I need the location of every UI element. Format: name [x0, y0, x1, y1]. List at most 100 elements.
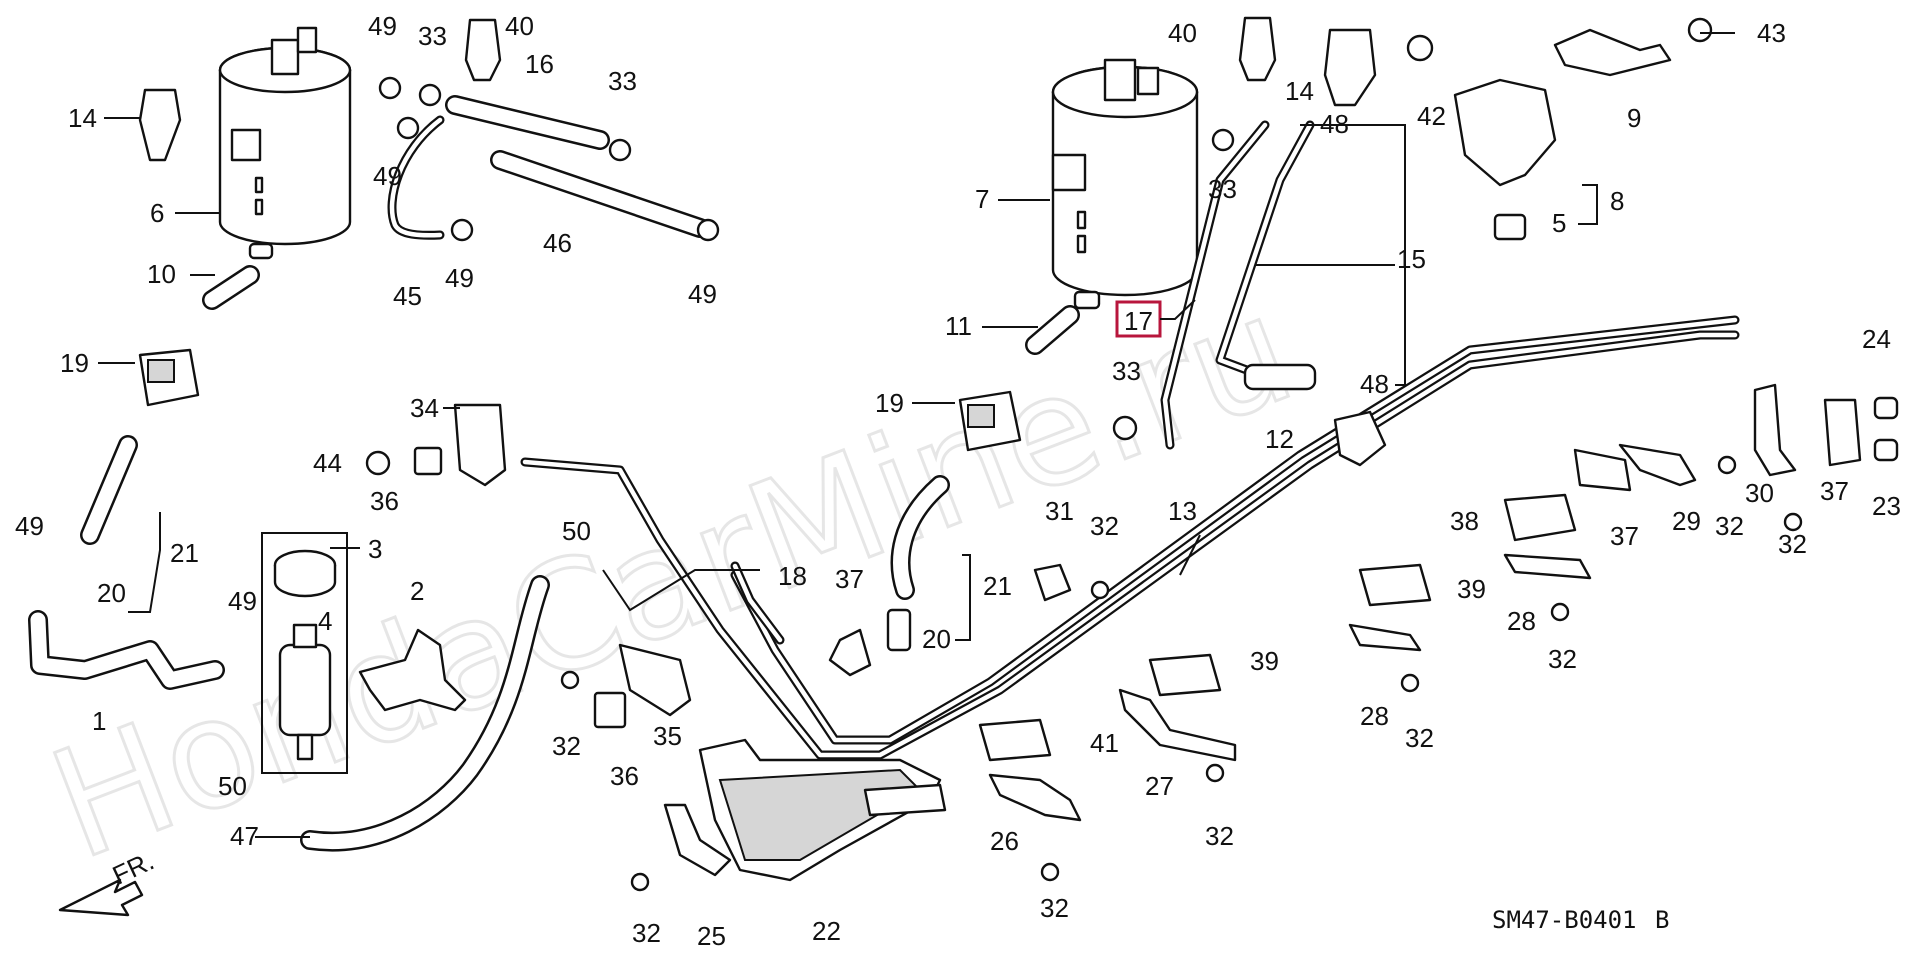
callout-20: 20 [922, 624, 951, 654]
clip-41[interactable] [978, 718, 1052, 762]
callout-38: 38 [1450, 506, 1479, 536]
hose-16[interactable] [445, 95, 610, 150]
grommet-5[interactable] [1493, 213, 1527, 241]
clip-12[interactable] [1333, 410, 1387, 467]
callout-17[interactable]: 17 [1124, 306, 1153, 336]
callout-32: 32 [1405, 723, 1434, 753]
hose-45[interactable] [387, 115, 445, 240]
bolt-32-i[interactable] [1783, 512, 1803, 532]
bolt-32-c[interactable] [1040, 862, 1060, 882]
clamp-49-c[interactable] [450, 218, 474, 242]
clamp-33-left[interactable] [418, 83, 442, 107]
stay-28-b[interactable] [1503, 553, 1592, 580]
clamp-33-d[interactable] [1112, 415, 1138, 441]
clip-40-right[interactable] [1238, 16, 1277, 82]
clamp-49-a[interactable] [378, 76, 402, 100]
stay-28-a[interactable] [1348, 623, 1422, 652]
bolt-32-g[interactable] [1090, 580, 1110, 600]
bolt-32-f[interactable] [1550, 602, 1570, 622]
callout-9: 9 [1627, 103, 1641, 133]
bolt-43[interactable] [1687, 17, 1713, 43]
bolt-32-b[interactable] [560, 670, 580, 690]
bracket-assembly-8[interactable] [1453, 78, 1557, 187]
valve-19-right[interactable] [958, 390, 1022, 452]
callout-32: 32 [1205, 821, 1234, 851]
cushion-23[interactable] [1873, 438, 1899, 462]
group-3-bracket [261, 532, 348, 774]
clip-39-a[interactable] [1358, 563, 1432, 607]
hose-47[interactable] [300, 575, 550, 852]
hose-46[interactable] [490, 150, 710, 238]
bolt-32-h[interactable] [1717, 455, 1737, 475]
clamp-33-c[interactable] [1211, 128, 1235, 152]
bracket-31[interactable] [1033, 563, 1072, 602]
nut-44[interactable] [365, 450, 391, 476]
purge-tubes-15[interactable] [1160, 120, 1317, 450]
callout-49: 49 [445, 263, 474, 293]
bolt-42[interactable] [1406, 34, 1434, 62]
pipe-protector-22[interactable] [698, 738, 947, 882]
clip-39-b[interactable] [1148, 653, 1222, 697]
clip-14-right[interactable] [1323, 28, 1377, 107]
callout-49: 49 [15, 511, 44, 541]
bracket-30[interactable] [1753, 383, 1797, 477]
canister-left[interactable] [218, 26, 352, 260]
clamp-33-b[interactable] [608, 138, 632, 162]
bracket-2[interactable] [358, 628, 467, 712]
callout-32: 32 [1548, 644, 1577, 674]
fuel-tube-18[interactable] [730, 561, 785, 645]
callout-49: 49 [688, 279, 717, 309]
clip-40-left[interactable] [464, 18, 502, 82]
callout-21: 21 [983, 571, 1012, 601]
stay-25[interactable] [663, 803, 732, 877]
callout-23: 23 [1872, 491, 1901, 521]
bolt-32-a[interactable] [630, 872, 650, 892]
bracket-9[interactable] [1553, 28, 1672, 77]
grommet-36-b[interactable] [593, 691, 627, 729]
hose-11[interactable] [1025, 305, 1080, 355]
callout-42: 42 [1417, 101, 1446, 131]
callout-14: 14 [68, 103, 97, 133]
callout-26: 26 [990, 826, 1019, 856]
bracket-34[interactable] [453, 403, 507, 487]
callout-28: 28 [1507, 606, 1536, 636]
bolt-32-e[interactable] [1400, 673, 1420, 693]
callout-6: 6 [150, 198, 164, 228]
callout-33: 33 [418, 21, 447, 51]
fuel-pipe-13[interactable] [520, 315, 1740, 760]
hose-21-right[interactable] [890, 475, 950, 600]
grommet-36-a[interactable] [413, 446, 443, 476]
callout-33: 33 [1208, 174, 1237, 204]
stay-27[interactable] [1118, 688, 1237, 762]
clip-37-center[interactable] [1573, 448, 1632, 492]
pipe-clip-37-left[interactable] [828, 628, 872, 677]
hose-10[interactable] [202, 265, 260, 310]
clip-38[interactable] [1503, 493, 1577, 542]
callout-45: 45 [393, 281, 422, 311]
callout-4: 4 [318, 606, 332, 636]
bracket-35[interactable] [618, 643, 692, 717]
callout-18: 18 [778, 561, 807, 591]
leader-lines [98, 32, 1735, 838]
union-20[interactable] [886, 608, 912, 652]
clamp-49-d[interactable] [696, 218, 720, 242]
clip-14-left[interactable] [138, 88, 182, 162]
callout-48: 48 [1360, 369, 1389, 399]
valve-19-left[interactable] [138, 348, 200, 407]
fuel-strainer-4[interactable] [273, 549, 337, 598]
callout-21: 21 [170, 538, 199, 568]
fuel-pump-body[interactable] [278, 623, 332, 761]
canister-right[interactable] [1051, 58, 1199, 310]
bolt-32-d[interactable] [1205, 763, 1225, 783]
callout-35: 35 [653, 721, 682, 751]
stay-26[interactable] [988, 773, 1082, 822]
callout-5: 5 [1552, 208, 1566, 238]
hose-21-left[interactable] [80, 435, 138, 545]
stay-29[interactable] [1618, 443, 1697, 487]
cushion-24[interactable] [1873, 396, 1899, 420]
clip-37-right[interactable] [1823, 398, 1862, 467]
hose-1[interactable] [28, 610, 225, 690]
clamp-49-b[interactable] [396, 116, 420, 140]
callout-25: 25 [697, 921, 726, 951]
